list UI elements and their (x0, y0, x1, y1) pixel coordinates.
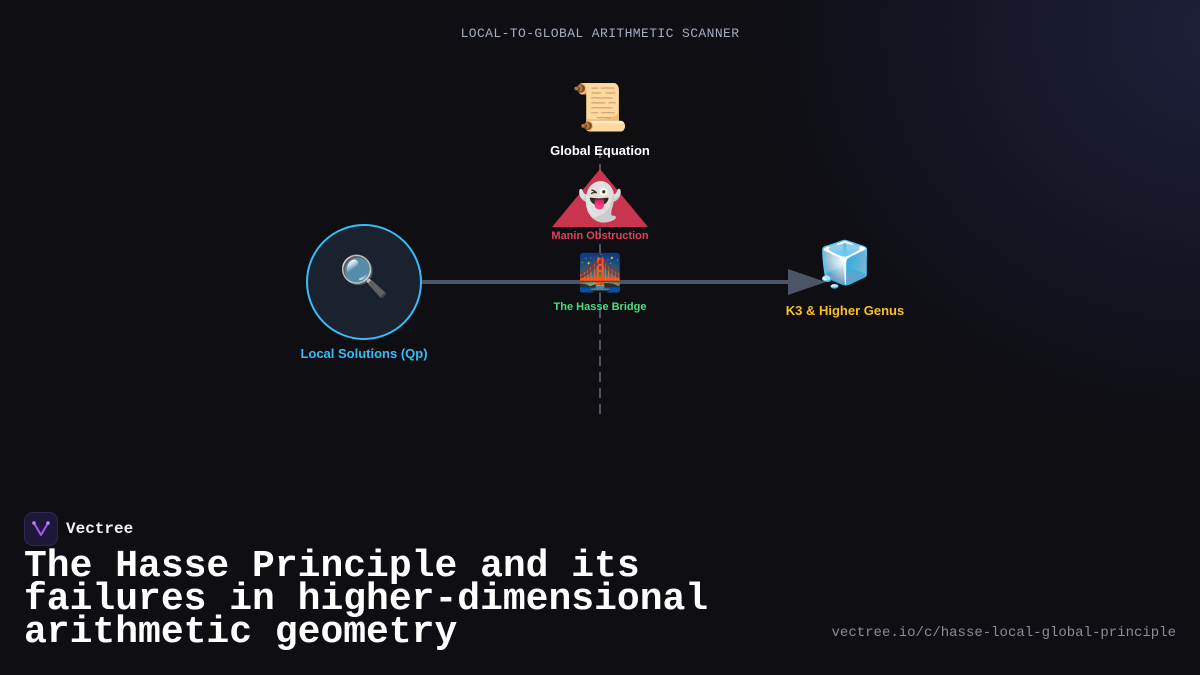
k3-higher-genus-label: K3 & Higher Genus (785, 303, 905, 318)
brand: Vectree (24, 512, 133, 546)
hasse-bridge-label: The Hasse Bridge (553, 301, 647, 313)
local-solutions-label: Local Solutions (Qp) (300, 346, 428, 361)
bridge-at-night-icon: 🌉 (577, 253, 623, 294)
manin-obstruction-label: Manin Obstruction (551, 230, 649, 242)
local-solutions-circle (306, 224, 422, 340)
brand-name: Vectree (66, 520, 134, 538)
magnifier-icon: 🔍 (339, 254, 389, 300)
global-equation-label: Global Equation (550, 143, 650, 158)
obstruction-triangle (552, 169, 648, 227)
vectree-logo-icon (24, 512, 58, 546)
vectree-logo-mark (32, 521, 50, 536)
ice-cube-icon: 🧊 (817, 239, 873, 290)
arrow-head (788, 269, 826, 295)
scroll-icon: 📜 (571, 80, 629, 134)
headline: The Hasse Principle and its failures in … (24, 545, 709, 654)
page-url: vectree.io/c/hasse-local-global-principl… (831, 625, 1176, 641)
scanner-title: LOCAL-TO-GLOBAL ARITHMETIC SCANNER (460, 26, 740, 41)
ghost-icon: 👻 (577, 182, 623, 223)
